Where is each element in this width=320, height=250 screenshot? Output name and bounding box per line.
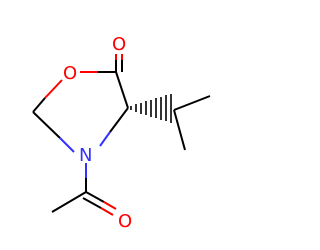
bond-c4-n (109, 107, 129, 133)
bond-ch2-o-black (32, 97, 46, 113)
hashed-wedge-bond (130, 94, 172, 123)
bond-c4-n-blue (99, 131, 111, 147)
bond-acetyl-o-2-red (100, 207, 114, 216)
bond-acetyl-o-1 (85, 191, 105, 203)
bond-iso-ch-me1 (173, 95, 211, 111)
atom-acetyl-oxygen: O (118, 211, 132, 232)
atom-ring-oxygen: O (63, 63, 77, 84)
bond-o-ch2 (44, 79, 63, 99)
bond-acetyl-o-1-red (103, 201, 117, 210)
atom-ring-nitrogen: N (79, 145, 92, 166)
structure-diagram: O O N O (32, 34, 211, 232)
bond-acetyl-methyl (51, 191, 87, 213)
bond-acetyl-o-2 (82, 197, 102, 209)
bond-c5-c4 (115, 71, 129, 109)
atom-ring-carbonyl-oxygen: O (112, 34, 126, 55)
bond-iso-ch-me2 (173, 109, 186, 151)
bond-ch2-n (32, 111, 61, 139)
bond-ch2-n-blue (59, 137, 75, 153)
